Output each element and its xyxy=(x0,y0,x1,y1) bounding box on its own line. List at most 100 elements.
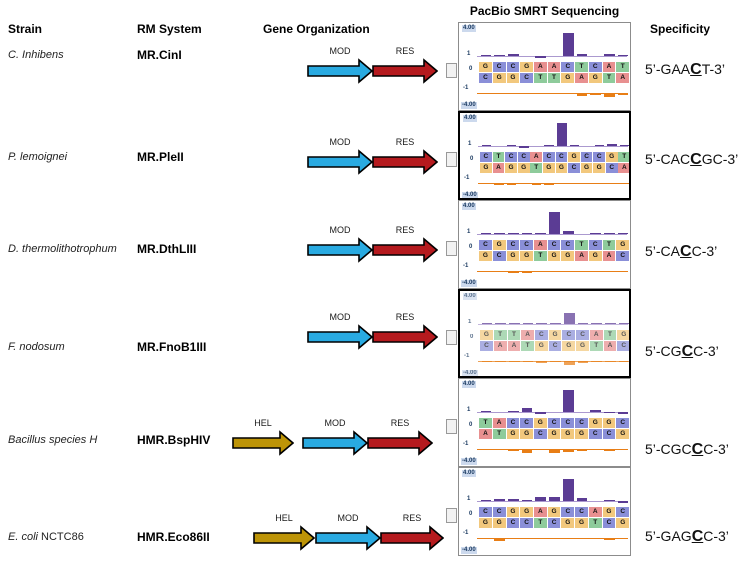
ipd-bar-reverse xyxy=(549,449,560,453)
base-forward: C xyxy=(576,330,589,340)
axis-tick-label: 4.00 xyxy=(463,293,477,300)
base-forward: T xyxy=(575,62,588,72)
column-header-rm-system: RM System xyxy=(137,22,202,36)
specificity-prefix: 5’-GAG xyxy=(645,528,692,544)
base-reverse: T xyxy=(533,73,547,83)
base-forward: A xyxy=(589,330,603,340)
base-reverse: C xyxy=(506,518,520,528)
ipd-bar-forward xyxy=(604,233,615,234)
forward-baseline xyxy=(477,412,627,413)
base-reverse: G xyxy=(555,163,568,173)
ipd-bar-reverse xyxy=(522,361,534,362)
column-header-specificity: Specificity xyxy=(650,22,711,36)
specificity-modified-base: C xyxy=(690,61,702,78)
base-forward: C xyxy=(561,240,575,250)
gene-arrow-res xyxy=(367,430,434,461)
rm-system-label: MR.DthLIII xyxy=(137,242,197,256)
ipd-bar-reverse xyxy=(494,271,505,272)
base-forward: C xyxy=(480,152,492,162)
gene-arrow-hel xyxy=(253,525,316,556)
base-reverse: G xyxy=(479,518,492,528)
base-reverse: G xyxy=(575,518,588,528)
gene-arrow-mod xyxy=(315,525,382,556)
base-reverse: G xyxy=(588,73,602,83)
ipd-bar-forward xyxy=(590,410,601,412)
base-reverse: T xyxy=(602,73,616,83)
base-forward: C xyxy=(593,152,606,162)
base-reverse: A xyxy=(575,251,588,261)
ipd-bar-reverse xyxy=(617,538,629,539)
base-reverse: C xyxy=(480,341,493,351)
base-reverse: C xyxy=(520,518,534,528)
ipd-bar-reverse xyxy=(604,93,615,97)
ipd-bar-forward xyxy=(509,323,520,324)
base-forward: C xyxy=(561,62,575,72)
ipd-bar-forward xyxy=(576,54,588,56)
ipd-bar-reverse xyxy=(544,183,554,185)
ipd-bar-reverse xyxy=(481,361,493,362)
axis-tick-label: 4.00 xyxy=(462,203,476,210)
base-forward: T xyxy=(575,240,588,250)
strain-name-italic: C. Inhibens xyxy=(8,49,64,61)
rm-system-label: MR.FnoB1III xyxy=(137,340,207,354)
base-forward: C xyxy=(588,62,602,72)
gene-label-res: RES xyxy=(395,312,415,322)
ipd-bar-forward xyxy=(619,145,629,146)
base-forward: C xyxy=(520,418,534,428)
ipd-bar-forward xyxy=(617,501,629,503)
base-forward: C xyxy=(479,507,492,517)
ipd-bar-reverse xyxy=(604,271,615,272)
specificity-suffix: C-3’ xyxy=(693,343,719,359)
specificity-prefix: 5’-CAC xyxy=(645,151,691,167)
base-reverse: T xyxy=(533,251,547,261)
ipd-bar-forward xyxy=(605,323,616,324)
ipd-bar-forward xyxy=(617,412,629,414)
ipd-bar-reverse xyxy=(509,361,520,362)
ipd-bar-forward xyxy=(562,479,574,501)
ipd-bar-forward xyxy=(618,323,629,324)
base-forward: C xyxy=(506,240,520,250)
ipd-bar-reverse xyxy=(594,183,605,184)
base-reverse: G xyxy=(492,518,506,528)
base-reverse: T xyxy=(547,73,561,83)
axis-tick-label: -4.00 xyxy=(461,547,477,554)
ipd-bar-reverse xyxy=(604,538,615,540)
specificity-value: 5’-CGCCC-3’ xyxy=(645,441,729,459)
base-forward: C xyxy=(534,330,548,340)
base-forward: C xyxy=(588,240,602,250)
ipd-bar-forward xyxy=(562,33,574,56)
ipd-bar-reverse xyxy=(480,538,492,539)
ipd-bar-forward xyxy=(536,323,548,324)
gene-arrow-res xyxy=(372,58,439,89)
specificity-modified-base: C xyxy=(680,243,692,260)
base-forward: A xyxy=(530,152,543,162)
specificity-prefix: 5’-CA xyxy=(645,243,681,259)
ipd-bar-forward xyxy=(617,55,629,56)
ipd-bar-reverse xyxy=(557,183,567,184)
specificity-modified-base: C xyxy=(681,343,694,360)
ipd-bar-forward xyxy=(480,500,492,501)
ipd-bar-forward xyxy=(535,497,547,501)
ipd-bar-reverse xyxy=(562,271,574,272)
strain-label: D. thermolithotrophum xyxy=(8,243,117,255)
gene-arrow-hel xyxy=(232,430,295,461)
ipd-bar-forward xyxy=(604,412,615,413)
base-reverse: G xyxy=(561,429,575,439)
plot-handle xyxy=(446,419,457,434)
base-forward: C xyxy=(506,62,520,72)
ipd-bar-reverse xyxy=(521,449,533,453)
base-reverse: T xyxy=(530,163,543,173)
specificity-prefix: 5’-GAA xyxy=(645,61,691,77)
ipd-bar-forward xyxy=(562,231,574,234)
ipd-bar-reverse xyxy=(549,271,560,272)
ipd-bar-reverse xyxy=(535,538,547,539)
base-reverse: T xyxy=(492,429,506,439)
gene-arrow-res xyxy=(372,149,439,180)
base-forward: C xyxy=(580,152,593,162)
plot-handle xyxy=(446,330,457,345)
base-reverse: C xyxy=(533,429,547,439)
axis-tick-label: 0 xyxy=(470,334,474,340)
ipd-bar-reverse xyxy=(563,361,575,365)
